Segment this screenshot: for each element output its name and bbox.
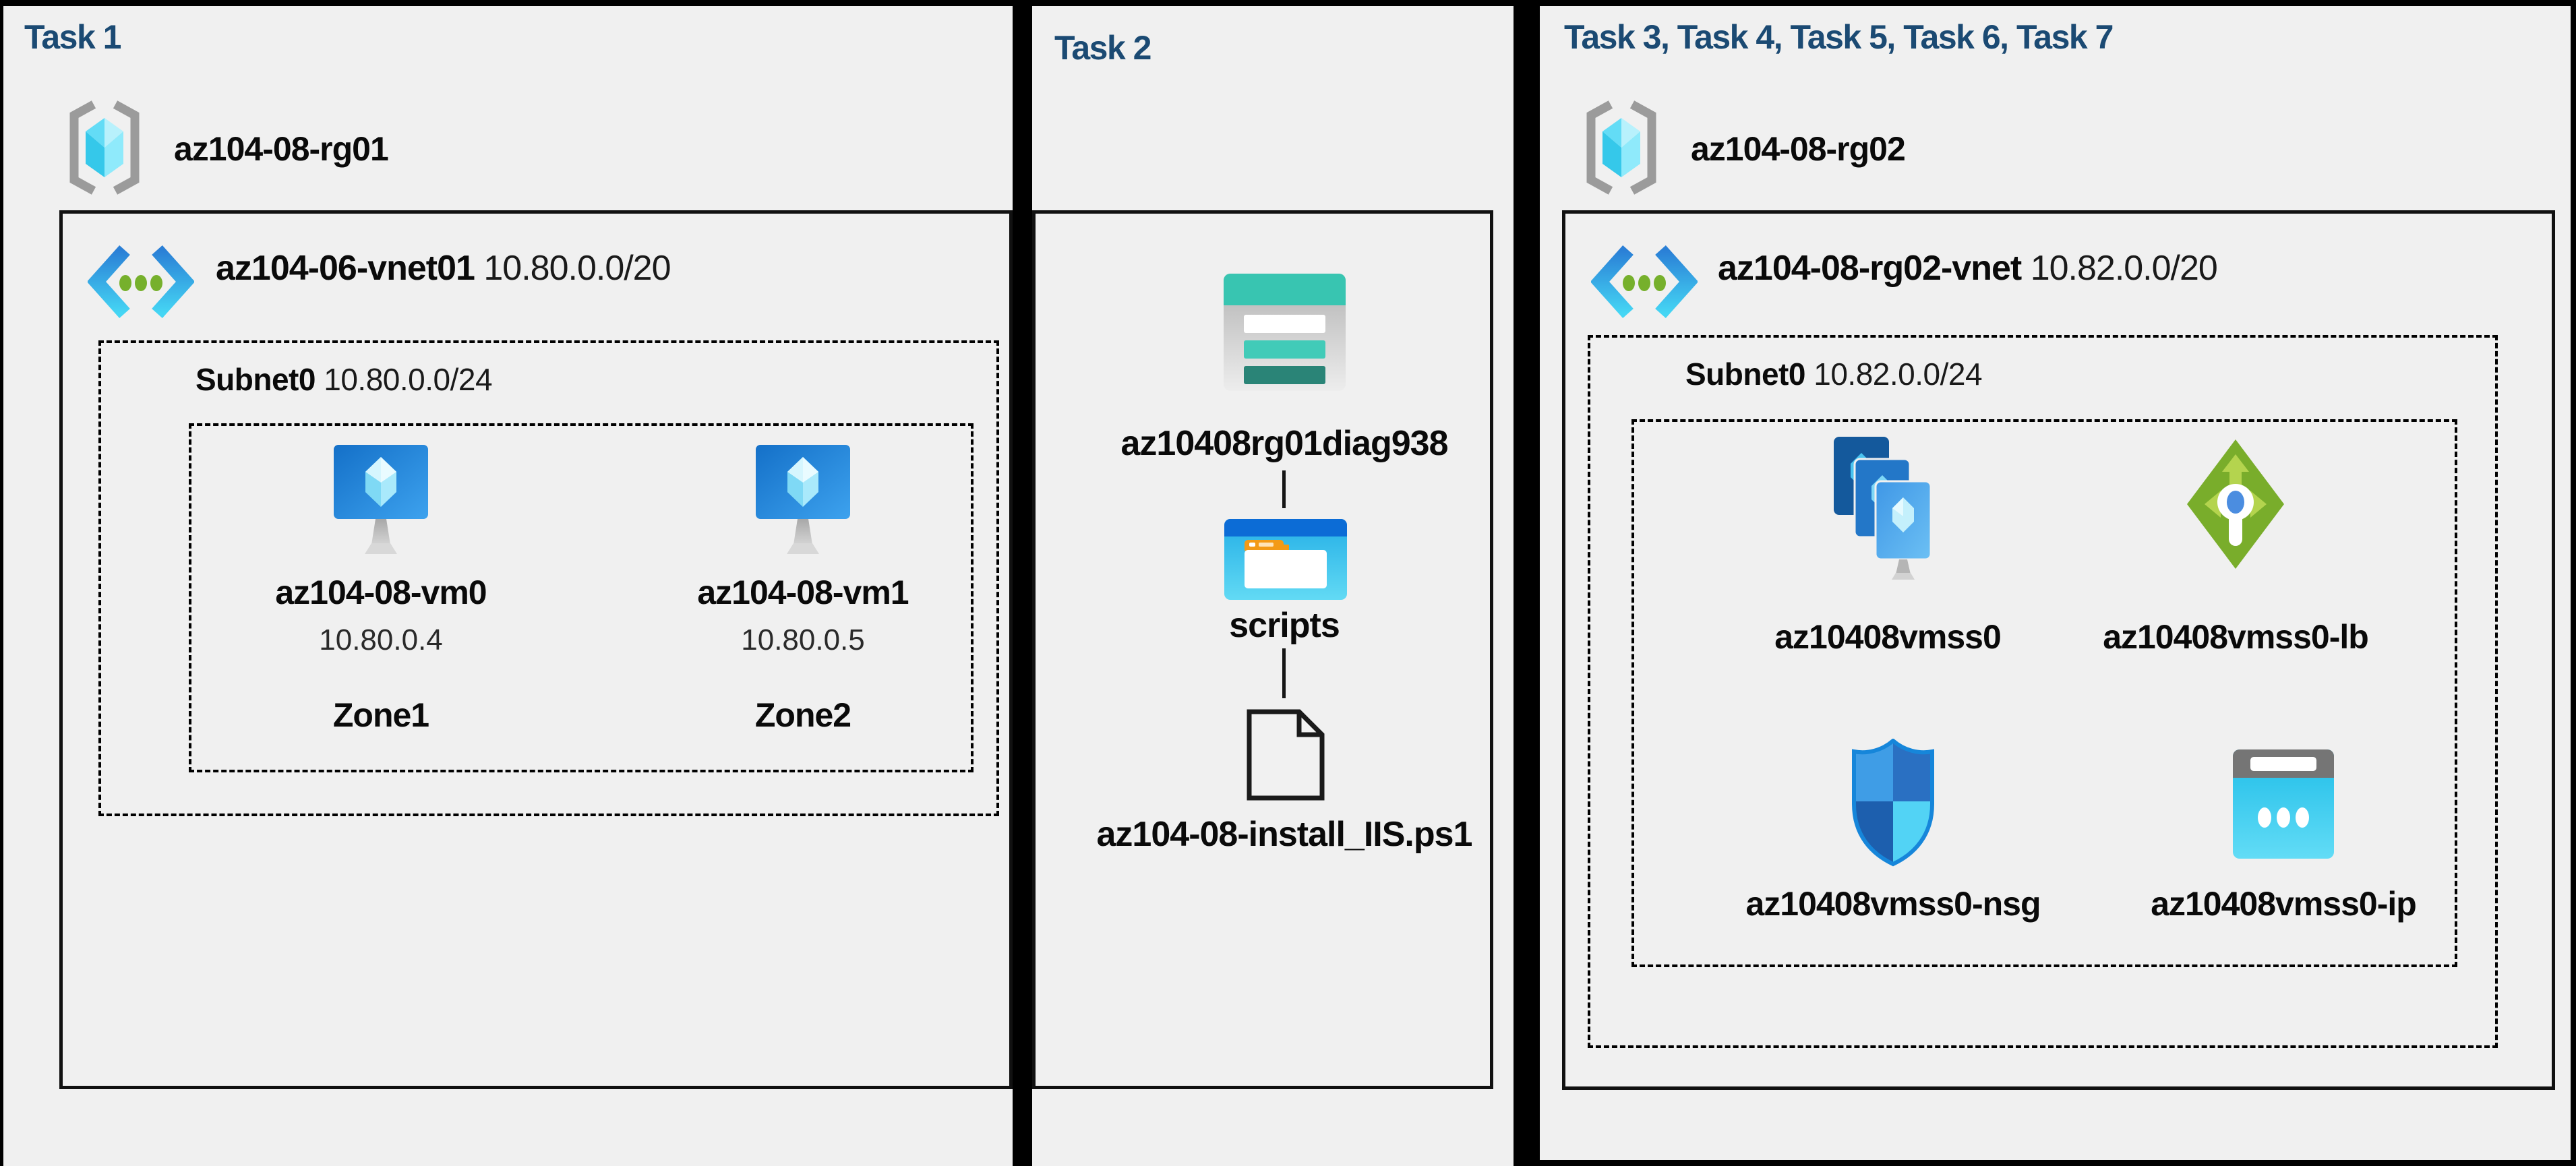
blob-container-icon xyxy=(1224,519,1347,600)
panel3-vnet-cidr: 10.82.0.0/20 xyxy=(2030,249,2218,288)
public-ip-icon xyxy=(2233,749,2334,859)
load-balancer-name: az10408vmss0-lb xyxy=(2103,618,2369,656)
vm0-name: az104-08-vm0 xyxy=(275,574,487,611)
panel3-subnet-name: Subnet0 xyxy=(1685,357,1805,392)
divider-panel2-panel3 xyxy=(1514,0,1540,1166)
file-name: az104-08-install_IIS.ps1 xyxy=(1096,815,1473,854)
panel3-subnet-box xyxy=(1588,335,2498,1048)
storage-account-icon xyxy=(1224,274,1346,391)
resource-group-icon xyxy=(1581,100,1662,195)
vnet-icon xyxy=(1591,244,1698,319)
vm1-zone: Zone2 xyxy=(754,696,851,734)
folder-name: scripts xyxy=(1229,606,1340,645)
nsg-icon xyxy=(1847,739,1939,867)
public-ip-name: az10408vmss0-ip xyxy=(2151,885,2417,923)
panel2-title: Task 2 xyxy=(1054,29,1151,67)
resource-group-name: az104-08-rg02 xyxy=(1691,130,1906,168)
panel3-subnet-cidr: 10.82.0.0/24 xyxy=(1814,357,1983,392)
panel1-vnet-cidr: 10.80.0.0/20 xyxy=(483,249,671,288)
top-border xyxy=(0,0,2576,6)
panel3-resources-box xyxy=(1631,419,2457,967)
vmss-name: az10408vmss0 xyxy=(1774,618,2002,656)
panel3-vnet-box xyxy=(1562,210,2555,1090)
vmss-icon xyxy=(1832,437,1944,582)
resource-group-name: az104-08-rg01 xyxy=(174,130,389,168)
panel1-vnet-box xyxy=(59,210,1013,1089)
vm1-name: az104-08-vm1 xyxy=(697,574,909,611)
vm0-zone: Zone1 xyxy=(332,696,429,734)
load-balancer-icon xyxy=(2186,438,2285,570)
vnet-icon xyxy=(88,244,194,319)
panel1-title: Task 1 xyxy=(24,18,121,56)
panel1-subnet-cidr: 10.80.0.0/24 xyxy=(324,362,493,397)
storage-account-name: az10408rg01diag938 xyxy=(1120,424,1448,463)
vm-icon xyxy=(756,445,850,559)
divider-panel1-panel2 xyxy=(1013,0,1032,1166)
panel3-bottom-border xyxy=(1514,1160,2576,1166)
right-border xyxy=(2571,0,2576,1166)
panel2-content-box xyxy=(1032,210,1493,1089)
panel1-subnet-box xyxy=(98,340,999,816)
panel1-subnet-label: Subnet0 10.80.0.0/24 xyxy=(196,361,493,398)
resource-group-icon xyxy=(64,100,145,195)
panel3-vnet-name: az104-08-rg02-vnet xyxy=(1718,249,2022,288)
vm1-ip: 10.80.0.5 xyxy=(741,623,865,656)
vm0-ip: 10.80.0.4 xyxy=(319,623,443,656)
panel3-title: Task 3, Task 4, Task 5, Task 6, Task 7 xyxy=(1564,18,2114,56)
panel1-vnet-label: az104-06-vnet01 10.80.0.0/20 xyxy=(216,248,671,288)
vm-icon xyxy=(334,445,428,559)
connector-storage-to-folder xyxy=(1282,470,1286,508)
connector-folder-to-file xyxy=(1282,648,1286,698)
file-icon xyxy=(1244,708,1327,802)
panel1-subnet-name: Subnet0 xyxy=(196,362,316,397)
panel3-subnet-label: Subnet0 10.82.0.0/24 xyxy=(1685,356,1983,392)
panel1-vnet-name: az104-06-vnet01 xyxy=(216,249,475,288)
panel1-vm-zone-box xyxy=(189,423,974,772)
panel3-vnet-label: az104-08-rg02-vnet 10.82.0.0/20 xyxy=(1718,248,2218,288)
nsg-name: az10408vmss0-nsg xyxy=(1745,885,2041,923)
left-border xyxy=(0,0,3,1166)
